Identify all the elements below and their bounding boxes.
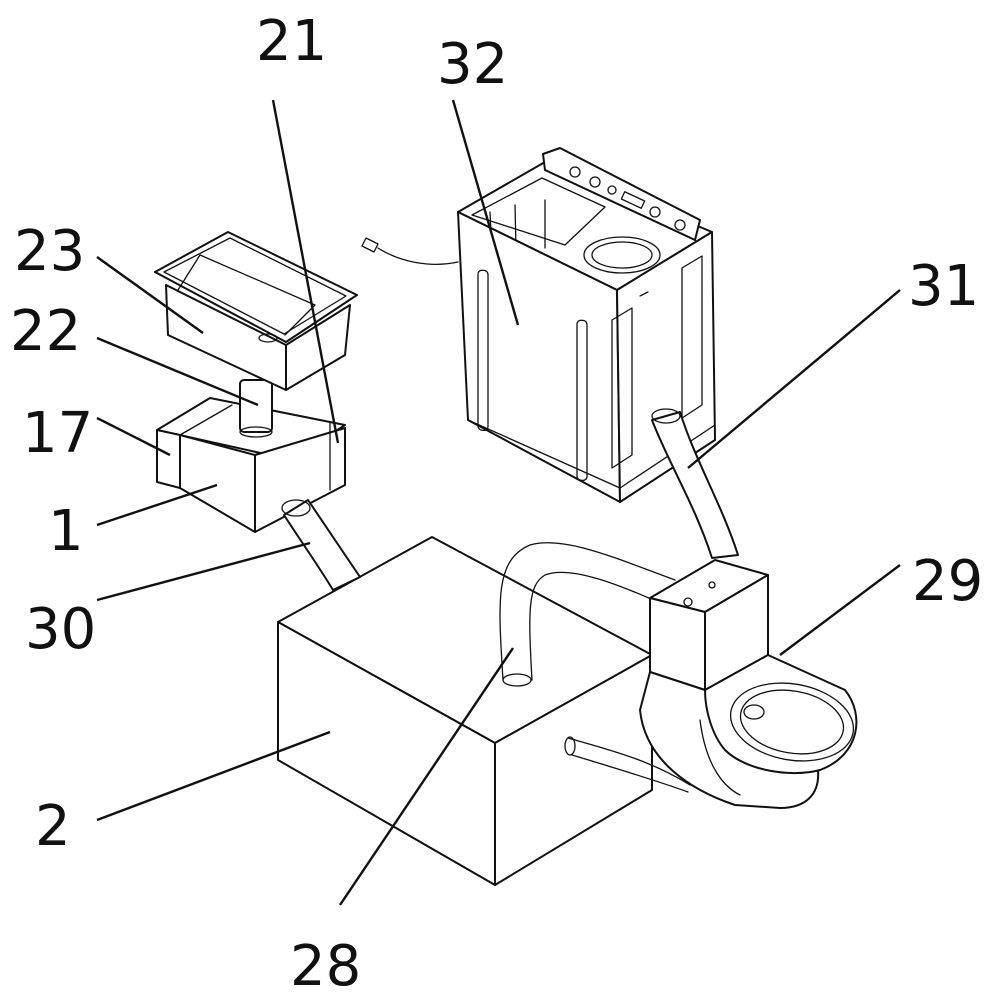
leader-32 (451, 99, 520, 326)
label-30: 30 (25, 597, 96, 662)
leader-lines (96, 99, 901, 906)
leader-22 (96, 336, 259, 407)
label-17: 17 (22, 401, 93, 466)
label-2: 2 (35, 794, 71, 859)
hose-31 (651, 408, 739, 559)
label-32: 32 (437, 32, 508, 97)
leader-17 (96, 416, 171, 457)
label-23: 23 (14, 219, 85, 284)
drain-hose (564, 736, 691, 793)
leader-23 (96, 256, 204, 334)
leader-1 (96, 483, 218, 527)
reference-numerals: 21 32 23 22 17 1 30 31 29 2 28 (10, 9, 983, 999)
label-21: 21 (256, 9, 327, 74)
pipe-30 (281, 499, 361, 591)
label-22: 22 (10, 299, 81, 364)
leader-29 (779, 564, 901, 656)
hose-28 (499, 542, 676, 687)
leader-21 (271, 99, 340, 444)
label-31: 31 (908, 254, 979, 319)
large-tank (277, 536, 653, 886)
leader-31 (687, 289, 901, 469)
label-28: 28 (290, 934, 361, 999)
label-1: 1 (48, 499, 84, 564)
leader-2 (96, 730, 331, 822)
leader-28 (339, 647, 514, 906)
washing-machine (361, 147, 716, 503)
pipe-22 (239, 379, 273, 438)
toilet (639, 559, 858, 809)
label-29: 29 (912, 549, 983, 614)
leader-30 (96, 541, 311, 602)
sink-basin (154, 231, 358, 391)
